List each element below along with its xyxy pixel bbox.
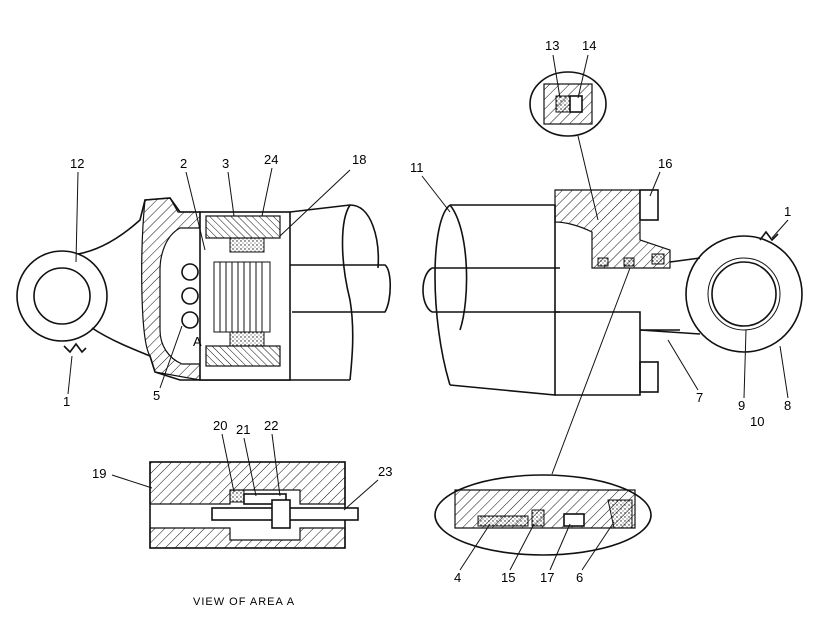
detail-ellipse-bottom <box>434 474 652 556</box>
callout-11: 11 <box>410 160 424 175</box>
detail-seal-13-14: 13 14 <box>529 38 607 221</box>
gland-seal-1 <box>597 257 609 267</box>
head-housing-section <box>141 197 201 381</box>
piston-upper-ring <box>229 237 265 253</box>
section-marker-a: A <box>193 334 202 349</box>
head-lock-wire <box>63 342 87 354</box>
piston-rod-end <box>422 267 433 313</box>
view-caption: VIEW OF AREA A <box>193 596 295 608</box>
head-tube <box>289 204 380 269</box>
rod-lock-wire <box>759 230 779 242</box>
callout-9: 9 <box>738 398 745 413</box>
callout-12: 12 <box>70 156 84 171</box>
callout-8: 8 <box>784 398 791 413</box>
area-a-spool-21 <box>243 493 287 505</box>
gland-bolt-bottom <box>639 361 659 393</box>
detail-top-seal-13 <box>555 95 571 113</box>
detail-seal-15 <box>531 509 545 527</box>
gland-lower <box>555 311 641 396</box>
head-eye-bore <box>33 267 91 325</box>
rod-callouts: 11 16 1 7 9 10 8 <box>410 156 791 429</box>
callout-14: 14 <box>582 38 596 53</box>
callout-3: 3 <box>222 156 229 171</box>
rod-tube-left-curve <box>434 204 451 386</box>
gland-seal-3 <box>651 253 665 265</box>
callout-1-left: 1 <box>63 394 70 409</box>
callout-6: 6 <box>576 570 583 585</box>
view-area-a: 19 20 21 22 23 VIEW OF AREA A <box>92 418 392 608</box>
callout-18: 18 <box>352 152 366 167</box>
callout-13: 13 <box>545 38 559 53</box>
callout-17: 17 <box>540 570 554 585</box>
rod-neck <box>639 257 701 335</box>
callout-5: 5 <box>153 388 160 403</box>
rod-eye-bore <box>711 261 777 327</box>
detail-top-seal-14 <box>569 95 583 113</box>
callout-7: 7 <box>696 390 703 405</box>
callout-1-right: 1 <box>784 204 791 219</box>
head-rod-end <box>290 264 392 313</box>
head-callouts: 12 1 2 3 24 18 5 A <box>63 152 366 409</box>
rod-end-assembly <box>422 189 803 396</box>
callout-22: 22 <box>264 418 278 433</box>
callout-21: 21 <box>236 422 250 437</box>
detail-top-housing <box>543 83 593 125</box>
rod-tube <box>449 204 556 396</box>
callout-23: 23 <box>378 464 392 479</box>
area-a-seal-20 <box>229 489 245 503</box>
detent-ball-2 <box>181 287 199 305</box>
detent-ball-3 <box>181 311 199 329</box>
rod-eye-bearing <box>707 257 781 331</box>
callout-20: 20 <box>213 418 227 433</box>
detail-seal-17 <box>563 513 585 527</box>
callout-15: 15 <box>501 570 515 585</box>
rod-tube-inner-curve <box>449 204 468 331</box>
gland-seal-2 <box>623 257 635 267</box>
piston-lower-seal <box>205 345 281 367</box>
piston-lower-ring <box>229 331 265 347</box>
detail-top-leader <box>577 135 599 221</box>
callout-16: 16 <box>658 156 672 171</box>
detail-circle-top <box>529 71 607 137</box>
callout-10: 10 <box>750 414 764 429</box>
detail-seals-bottom: 4 15 17 6 <box>434 267 652 585</box>
piston-upper-seal <box>205 215 281 239</box>
callout-24: 24 <box>264 152 278 167</box>
piston-rod <box>432 267 560 313</box>
area-a-upper-section <box>149 461 346 505</box>
head-tube-curve <box>341 204 354 381</box>
callout-19: 19 <box>92 466 106 481</box>
rod-eye-outer <box>685 235 803 353</box>
piston-thread <box>213 261 271 333</box>
area-a-lower-section <box>149 527 346 549</box>
detail-seal-6 <box>607 499 633 529</box>
detail-bottom-leader <box>551 267 631 475</box>
gland-bolt-top <box>639 189 659 221</box>
callout-2: 2 <box>180 156 187 171</box>
detail-seal-4 <box>477 515 529 527</box>
detent-ball-1 <box>181 263 199 281</box>
callout-4: 4 <box>454 570 461 585</box>
head-eye-outer <box>16 250 108 342</box>
gland-housing-section <box>554 189 671 269</box>
area-a-collar <box>271 499 291 529</box>
head-end-assembly <box>16 197 392 381</box>
